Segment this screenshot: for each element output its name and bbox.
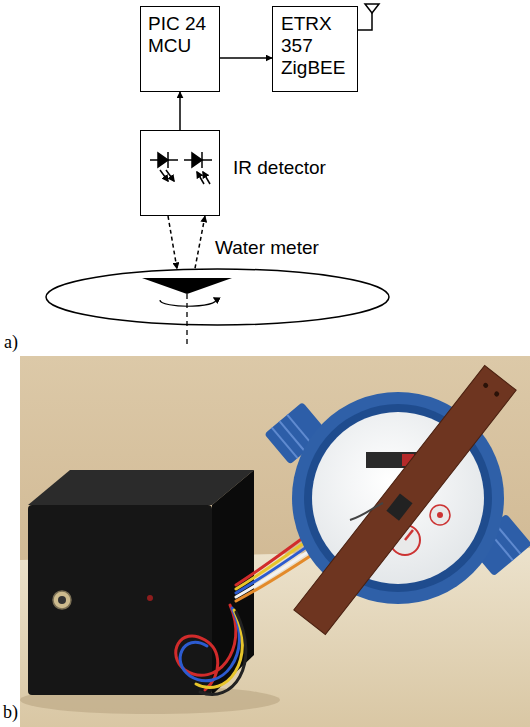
pcb-hole [482,382,489,389]
panel-letter: b) [3,702,18,723]
sensor-wire [350,503,383,520]
signal-arrow [220,57,272,59]
antenna-feed [358,12,372,30]
thread-line [279,421,305,452]
photodiode-bar [201,152,203,168]
panel-letter-text: b) [3,702,18,722]
wire [200,612,246,694]
rotation-axis [186,294,187,346]
ir-beam-arrow [168,216,177,269]
water-meter-disc: Water meter [45,268,390,326]
ir-beam-arrow [195,216,205,268]
rotation-arrow [160,298,216,306]
photo [20,356,530,727]
ir-detector-box: IR detector [140,130,220,216]
box-text: PIC 24 MCU [148,13,213,57]
meter-disc-outline [46,269,389,325]
panel-letter-text: a) [4,332,18,352]
box-text: ETRX 357 ZigBEE [281,13,353,79]
pointer-star [437,512,443,518]
node-heading: IR detector [233,157,326,179]
signal-arrow [179,92,181,130]
pcb-hole [493,390,500,397]
reception-arrow [197,172,204,184]
meter-pointer-wedge [142,278,232,294]
thread-line [272,428,298,459]
ir-sensor [386,493,412,520]
zigbee-module-box: ETRX 357 ZigBEE [272,6,358,92]
led-bar [167,152,169,168]
power-jack-hole [58,596,66,604]
wire [196,610,242,688]
reception-arrow [203,172,210,184]
small-dial [430,505,450,525]
photo-wall [20,356,530,727]
pcb-strip [294,366,516,635]
wire [180,608,239,681]
sensor-pcb [294,366,516,635]
led-symbol [150,152,178,181]
panel-letter: a) [4,332,18,353]
antenna-head [365,4,379,13]
power-jack [53,591,71,609]
emission-arrow [166,170,174,181]
status-led [147,595,153,601]
photodiode-symbol [184,152,212,184]
led-triangle [158,153,168,167]
box-front [28,505,212,695]
ellipse-outline [45,268,390,326]
photodiode-triangle [192,153,202,167]
antenna-symbol [358,4,379,30]
node-heading: Water meter [215,237,319,259]
mcu-box: PIC 24 MCU [140,6,220,92]
